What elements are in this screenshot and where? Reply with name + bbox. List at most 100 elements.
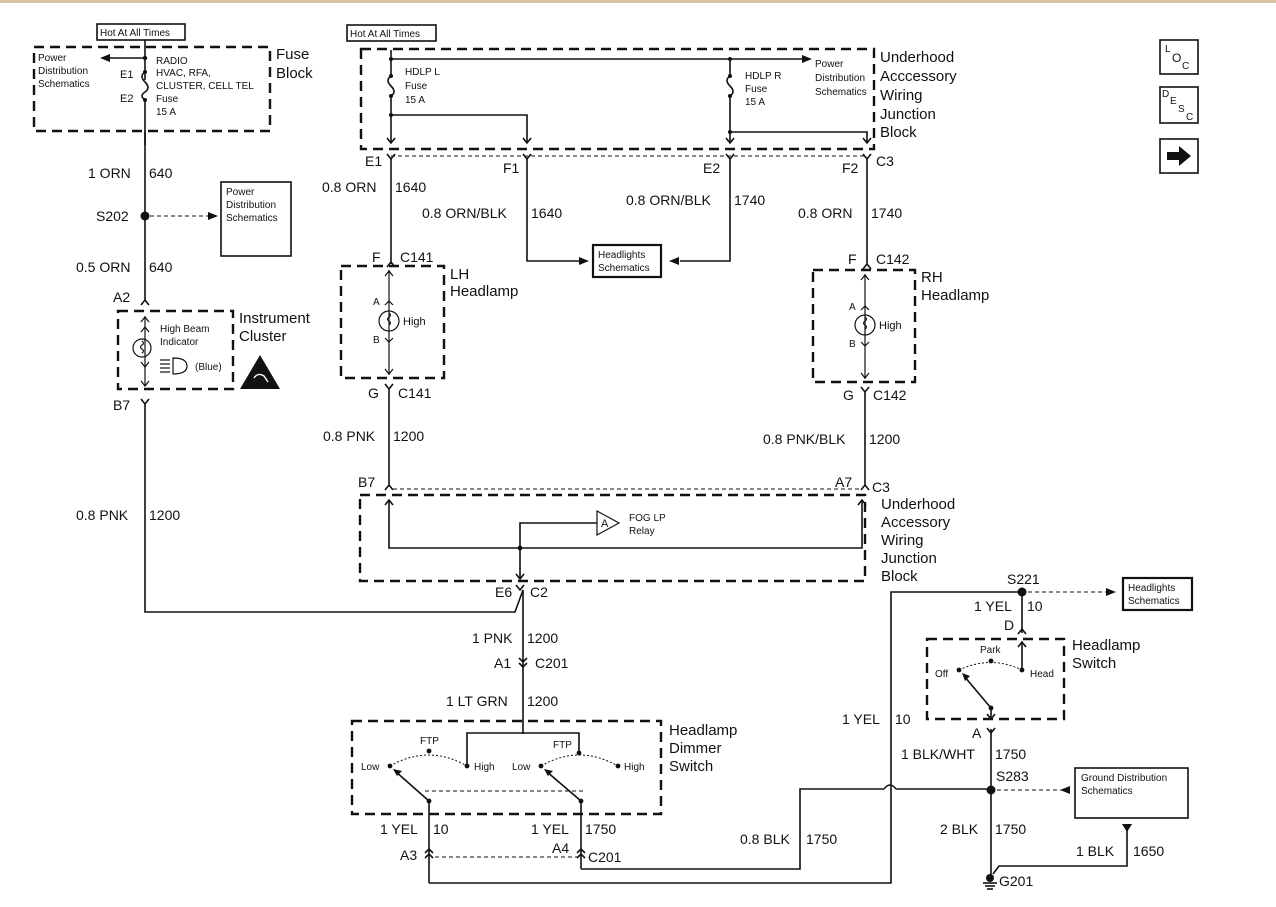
connector-label: C3 bbox=[872, 479, 890, 495]
wire-color: 1 BLK bbox=[1076, 843, 1115, 859]
jb-title: Junction bbox=[880, 106, 936, 123]
fuse-icon bbox=[387, 75, 395, 97]
relay-label: Relay bbox=[629, 526, 655, 537]
indicator-color: (Blue) bbox=[195, 362, 222, 373]
wire-color: 1 LT GRN bbox=[446, 693, 508, 709]
wire-circuit: 1640 bbox=[531, 205, 562, 221]
pin-label: F1 bbox=[503, 160, 520, 176]
ground-distribution-link[interactable]: Ground Distribution Schematics bbox=[1074, 767, 1189, 819]
indicator-label: Indicator bbox=[160, 337, 199, 348]
wire-color: 0.8 PNK bbox=[323, 428, 376, 444]
link-text: Schematics bbox=[1081, 786, 1133, 797]
wire-color: 0.8 PNK bbox=[76, 507, 129, 523]
fuse-text: HVAC, RFA, bbox=[156, 68, 211, 79]
wire-color: 2 BLK bbox=[940, 821, 979, 837]
pin-label: G bbox=[843, 387, 854, 403]
wire-color: 0.5 ORN bbox=[76, 259, 130, 275]
pin-label: B7 bbox=[113, 397, 130, 413]
link-text: Schematics bbox=[598, 263, 650, 274]
right-arrow-icon bbox=[1167, 146, 1191, 166]
pin-label: A2 bbox=[113, 289, 130, 305]
wire-circuit: 1750 bbox=[995, 821, 1026, 837]
link-text: Schematics bbox=[226, 213, 278, 224]
fuse-text: Fuse bbox=[156, 94, 179, 105]
pd-ref-text: Power bbox=[38, 53, 67, 64]
pd-ref-text: Power bbox=[815, 59, 844, 70]
wire-color: 1 YEL bbox=[531, 821, 569, 837]
link-text: Distribution bbox=[226, 200, 276, 211]
jb-title: Underhood bbox=[880, 49, 954, 66]
link-text: Headlights bbox=[1128, 583, 1175, 594]
pin-label: E2 bbox=[703, 160, 720, 176]
headlamp-title: Headlamp bbox=[450, 283, 518, 300]
wire-color: 1 BLK/WHT bbox=[901, 746, 975, 762]
headlamp-dimmer-switch: Headlamp Dimmer Switch Low FTP High Low … bbox=[350, 719, 737, 816]
link-text: Schematics bbox=[1128, 596, 1180, 607]
wire-circuit: 1750 bbox=[806, 831, 837, 847]
connector-label: C141 bbox=[398, 385, 432, 401]
switch-title: Headlamp bbox=[1072, 637, 1140, 654]
jb-title: Accessory bbox=[881, 514, 951, 531]
link-text: Headlights bbox=[598, 250, 645, 261]
splice-label: S283 bbox=[996, 768, 1029, 784]
headlamp-title: Headlamp bbox=[921, 287, 989, 304]
cluster-title: Instrument bbox=[239, 310, 311, 327]
wire-circuit: 1200 bbox=[869, 431, 900, 447]
link-text: Ground Distribution bbox=[1081, 773, 1167, 784]
wire-crossover bbox=[883, 784, 897, 790]
pin-label: E6 bbox=[495, 584, 512, 600]
pin-label: B bbox=[849, 339, 856, 350]
lamp-label: High bbox=[403, 316, 426, 328]
connector-label: C2 bbox=[530, 584, 548, 600]
fuse-text: 15 A bbox=[156, 107, 176, 118]
connector-label: C142 bbox=[876, 251, 910, 267]
fuse-block-title: Block bbox=[276, 65, 313, 82]
instrument-cluster: A2 Instrument Cluster High Beam Indicato… bbox=[113, 289, 311, 413]
wire-circuit: 640 bbox=[149, 165, 173, 181]
splice-label: S202 bbox=[96, 208, 129, 224]
wire-circuit: 1740 bbox=[871, 205, 902, 221]
pin-label: A bbox=[972, 725, 982, 741]
top-border bbox=[0, 0, 1276, 3]
wire-circuit: 10 bbox=[895, 711, 911, 727]
pd-ref-text: Distribution bbox=[38, 66, 88, 77]
headlights-schematics-link[interactable]: Headlights Schematics bbox=[591, 243, 663, 279]
position-label: FTP bbox=[553, 740, 572, 751]
lh-headlamp: F C141 LH Headlamp A High B G C141 bbox=[339, 249, 518, 401]
fuse-text: CLUSTER, CELL TEL bbox=[156, 81, 254, 92]
loc-letter: O bbox=[1172, 51, 1181, 65]
headlamp-title: RH bbox=[921, 269, 943, 286]
fuse-text: RADIO bbox=[156, 56, 188, 67]
connector-label: C3 bbox=[876, 153, 894, 169]
loc-button[interactable]: L O C bbox=[1159, 39, 1199, 75]
fuse-text: 15 A bbox=[405, 95, 425, 106]
wire-circuit: 1650 bbox=[1133, 843, 1164, 859]
high-beam-icon bbox=[160, 357, 188, 375]
pin-label: A bbox=[849, 302, 856, 313]
underhood-junction-block-bottom: B7 A7 C3 Underhood Accessory Wiring Junc… bbox=[358, 474, 955, 600]
relay-icon bbox=[596, 509, 621, 537]
splice-s202 bbox=[140, 211, 150, 221]
wire-circuit: 1200 bbox=[149, 507, 180, 523]
hot-at-all-times-label: Hot At All Times bbox=[350, 29, 420, 40]
fuse-icon bbox=[726, 75, 734, 97]
position-label: Head bbox=[1030, 669, 1054, 680]
desc-button[interactable]: D E S C bbox=[1159, 86, 1199, 124]
pin-label: F bbox=[372, 249, 381, 265]
headlights-schematics-link-2[interactable]: Headlights Schematics bbox=[1121, 576, 1194, 612]
wire-color: 1 YEL bbox=[974, 598, 1012, 614]
next-page-button[interactable] bbox=[1159, 138, 1199, 174]
pd-schematics-link[interactable]: Power Distribution Schematics bbox=[220, 181, 292, 257]
jb-title: Underhood bbox=[881, 496, 955, 513]
fuse-text: 15 A bbox=[745, 97, 765, 108]
wire-circuit: 10 bbox=[433, 821, 449, 837]
loc-letter: C bbox=[1182, 61, 1189, 72]
hot-at-all-times-label: Hot At All Times bbox=[100, 28, 170, 39]
wire-color: 0.8 ORN bbox=[322, 179, 376, 195]
wire-circuit: 10 bbox=[1027, 598, 1043, 614]
wire-circuit: 1640 bbox=[395, 179, 426, 195]
relay-pin: A bbox=[601, 518, 609, 530]
connector-label: C141 bbox=[400, 249, 434, 265]
wire-color: 0.8 PNK/BLK bbox=[763, 431, 846, 447]
cluster-title: Cluster bbox=[239, 328, 287, 345]
